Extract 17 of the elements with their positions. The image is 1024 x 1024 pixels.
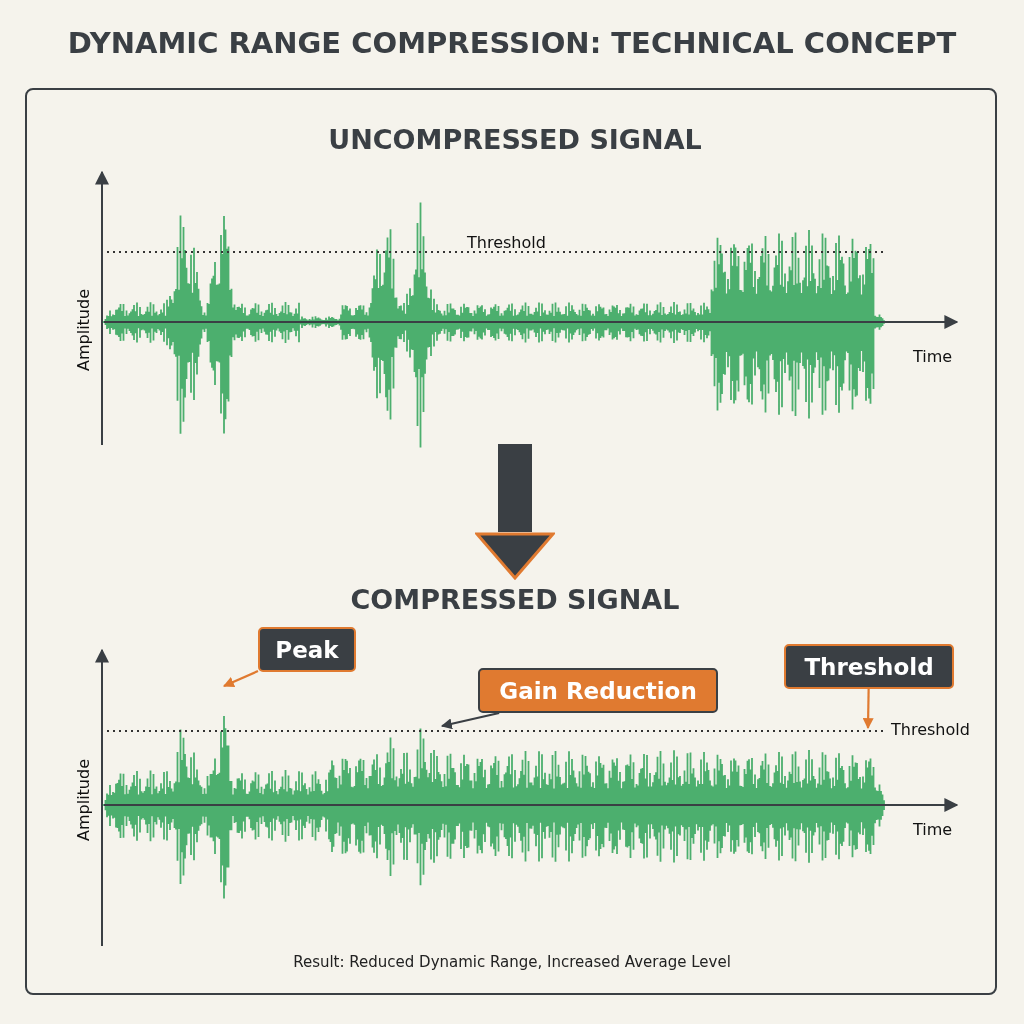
caption: Result: Reduced Dynamic Range, Increased Average Level: [292, 953, 732, 971]
block-arrow: [475, 444, 555, 580]
section-heading: UNCOMPRESSED SIGNAL: [327, 124, 703, 155]
section-heading: COMPRESSED SIGNAL: [349, 584, 681, 615]
axis-label: Time: [913, 820, 953, 839]
threshold-label: Threshold: [467, 233, 546, 252]
axis-label: Amplitude: [73, 289, 93, 371]
threshold-label: Threshold: [891, 720, 970, 739]
leader-arrow: [440, 711, 500, 730]
leader-arrow: [223, 670, 259, 688]
axis-label: Amplitude: [73, 759, 93, 841]
diagram-title: DYNAMIC RANGE COMPRESSION: TECHNICAL CONCEPT: [66, 26, 958, 60]
callout-label: Gain Reduction: [478, 668, 718, 713]
callout-label: Peak: [258, 627, 356, 672]
callout-label: Threshold: [784, 644, 954, 689]
axis-label: Time: [913, 347, 953, 366]
leader-arrow: [862, 689, 874, 730]
